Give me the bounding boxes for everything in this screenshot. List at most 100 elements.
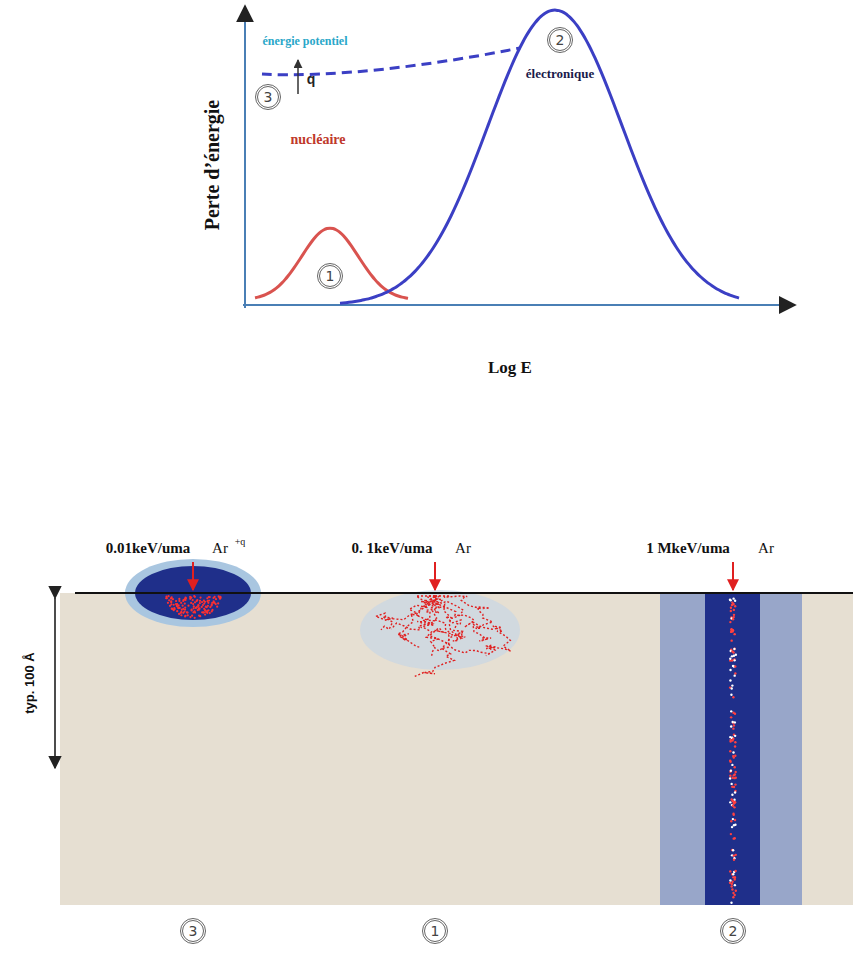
impact-dot — [212, 597, 214, 599]
impact-dot — [166, 597, 168, 599]
track-dot — [731, 764, 733, 766]
track-dot — [729, 777, 731, 779]
impact-dot — [191, 609, 193, 611]
impact-dot — [187, 614, 189, 616]
callout-number: 1 — [317, 263, 343, 289]
impact-dot — [203, 608, 205, 610]
impact-dot — [182, 605, 184, 607]
curve-label: énergie potentiel — [263, 35, 348, 48]
track-dot — [732, 755, 734, 757]
impact-dot — [193, 607, 195, 609]
impact-dot — [184, 596, 186, 598]
track-dot — [734, 870, 736, 872]
track-dot — [729, 771, 731, 773]
impact-dot — [197, 605, 199, 607]
track-dot — [729, 870, 731, 872]
impact-dot — [219, 597, 221, 599]
track-dot — [733, 786, 735, 788]
track-dot — [731, 659, 733, 661]
impact-dot — [209, 606, 211, 608]
track-dot — [731, 826, 733, 828]
impact-dot — [204, 601, 206, 603]
track-dot — [734, 600, 736, 602]
track-dot — [730, 770, 732, 772]
impact-dot — [189, 596, 191, 598]
ion-trajectory — [376, 596, 435, 630]
impact-dot — [180, 602, 182, 604]
track-dot — [734, 783, 736, 785]
impact-dot — [182, 600, 184, 602]
impact-dot — [190, 602, 192, 604]
energy-label: 0. 1keV/uma — [352, 540, 433, 557]
charge-arrow — [297, 60, 299, 94]
impact-dot — [173, 609, 175, 611]
track-dot — [734, 791, 736, 793]
track-dot — [732, 751, 734, 753]
track-dot — [731, 687, 733, 689]
impact-dot — [165, 597, 167, 599]
electronic-curve — [340, 10, 739, 303]
impact-dot — [211, 609, 213, 611]
track-dot — [731, 630, 733, 632]
track-dot — [731, 777, 733, 779]
track-dot — [729, 750, 731, 752]
callout-number-text: 1 — [431, 924, 440, 938]
track-dot — [732, 597, 734, 599]
track-dot — [733, 658, 735, 660]
impact-dot — [167, 595, 169, 597]
impact-dot — [186, 611, 188, 613]
impact-dot — [184, 606, 186, 608]
axis-title: Perte d’énergie — [201, 100, 223, 230]
impact-dot — [178, 607, 180, 609]
track-dot — [734, 745, 736, 747]
track-dot — [729, 658, 731, 660]
track-dot — [731, 604, 733, 606]
impact-dot — [178, 598, 180, 600]
track-dot — [734, 884, 736, 886]
track-dot — [734, 876, 736, 878]
track-dot — [729, 801, 731, 803]
ion-trajectory — [424, 596, 511, 656]
track-dot — [733, 614, 735, 616]
impact-dot — [189, 616, 191, 618]
callout-number: 3 — [180, 918, 206, 944]
track-dot — [734, 773, 736, 775]
impact-dot — [175, 603, 177, 605]
curves — [255, 10, 739, 303]
impact-dot — [206, 597, 208, 599]
ion-trajectory — [435, 596, 493, 641]
track-dot — [733, 674, 735, 676]
track-dot — [729, 775, 731, 777]
impact-dot — [172, 598, 174, 600]
track-dot — [734, 713, 736, 715]
impact-dot — [211, 603, 213, 605]
impact-dot — [170, 601, 172, 603]
callout-number-text: 2 — [729, 924, 738, 938]
surface-line — [75, 592, 853, 594]
track-dot — [735, 854, 737, 856]
impact-dot — [170, 600, 172, 602]
ion-arrow — [434, 562, 436, 590]
track-dot — [731, 888, 733, 890]
track-dot — [729, 621, 731, 623]
track-dot — [734, 766, 736, 768]
callout-number-text: 3 — [264, 90, 273, 104]
collision-cascades — [165, 590, 737, 904]
track-dot — [730, 770, 732, 772]
track-dot — [731, 684, 733, 686]
impact-dot — [199, 602, 201, 604]
impact-dot — [202, 604, 204, 606]
track-dot — [730, 710, 732, 712]
track-dot — [733, 616, 735, 618]
track-dot — [730, 725, 732, 727]
charge-label: +q — [235, 536, 246, 547]
impact-dot — [187, 605, 189, 607]
impact-dot — [196, 599, 198, 601]
track-dot — [732, 665, 734, 667]
impact-dot — [216, 606, 218, 608]
track-dot — [732, 892, 734, 894]
impact-dot — [199, 615, 201, 617]
impact-dot — [193, 595, 195, 597]
